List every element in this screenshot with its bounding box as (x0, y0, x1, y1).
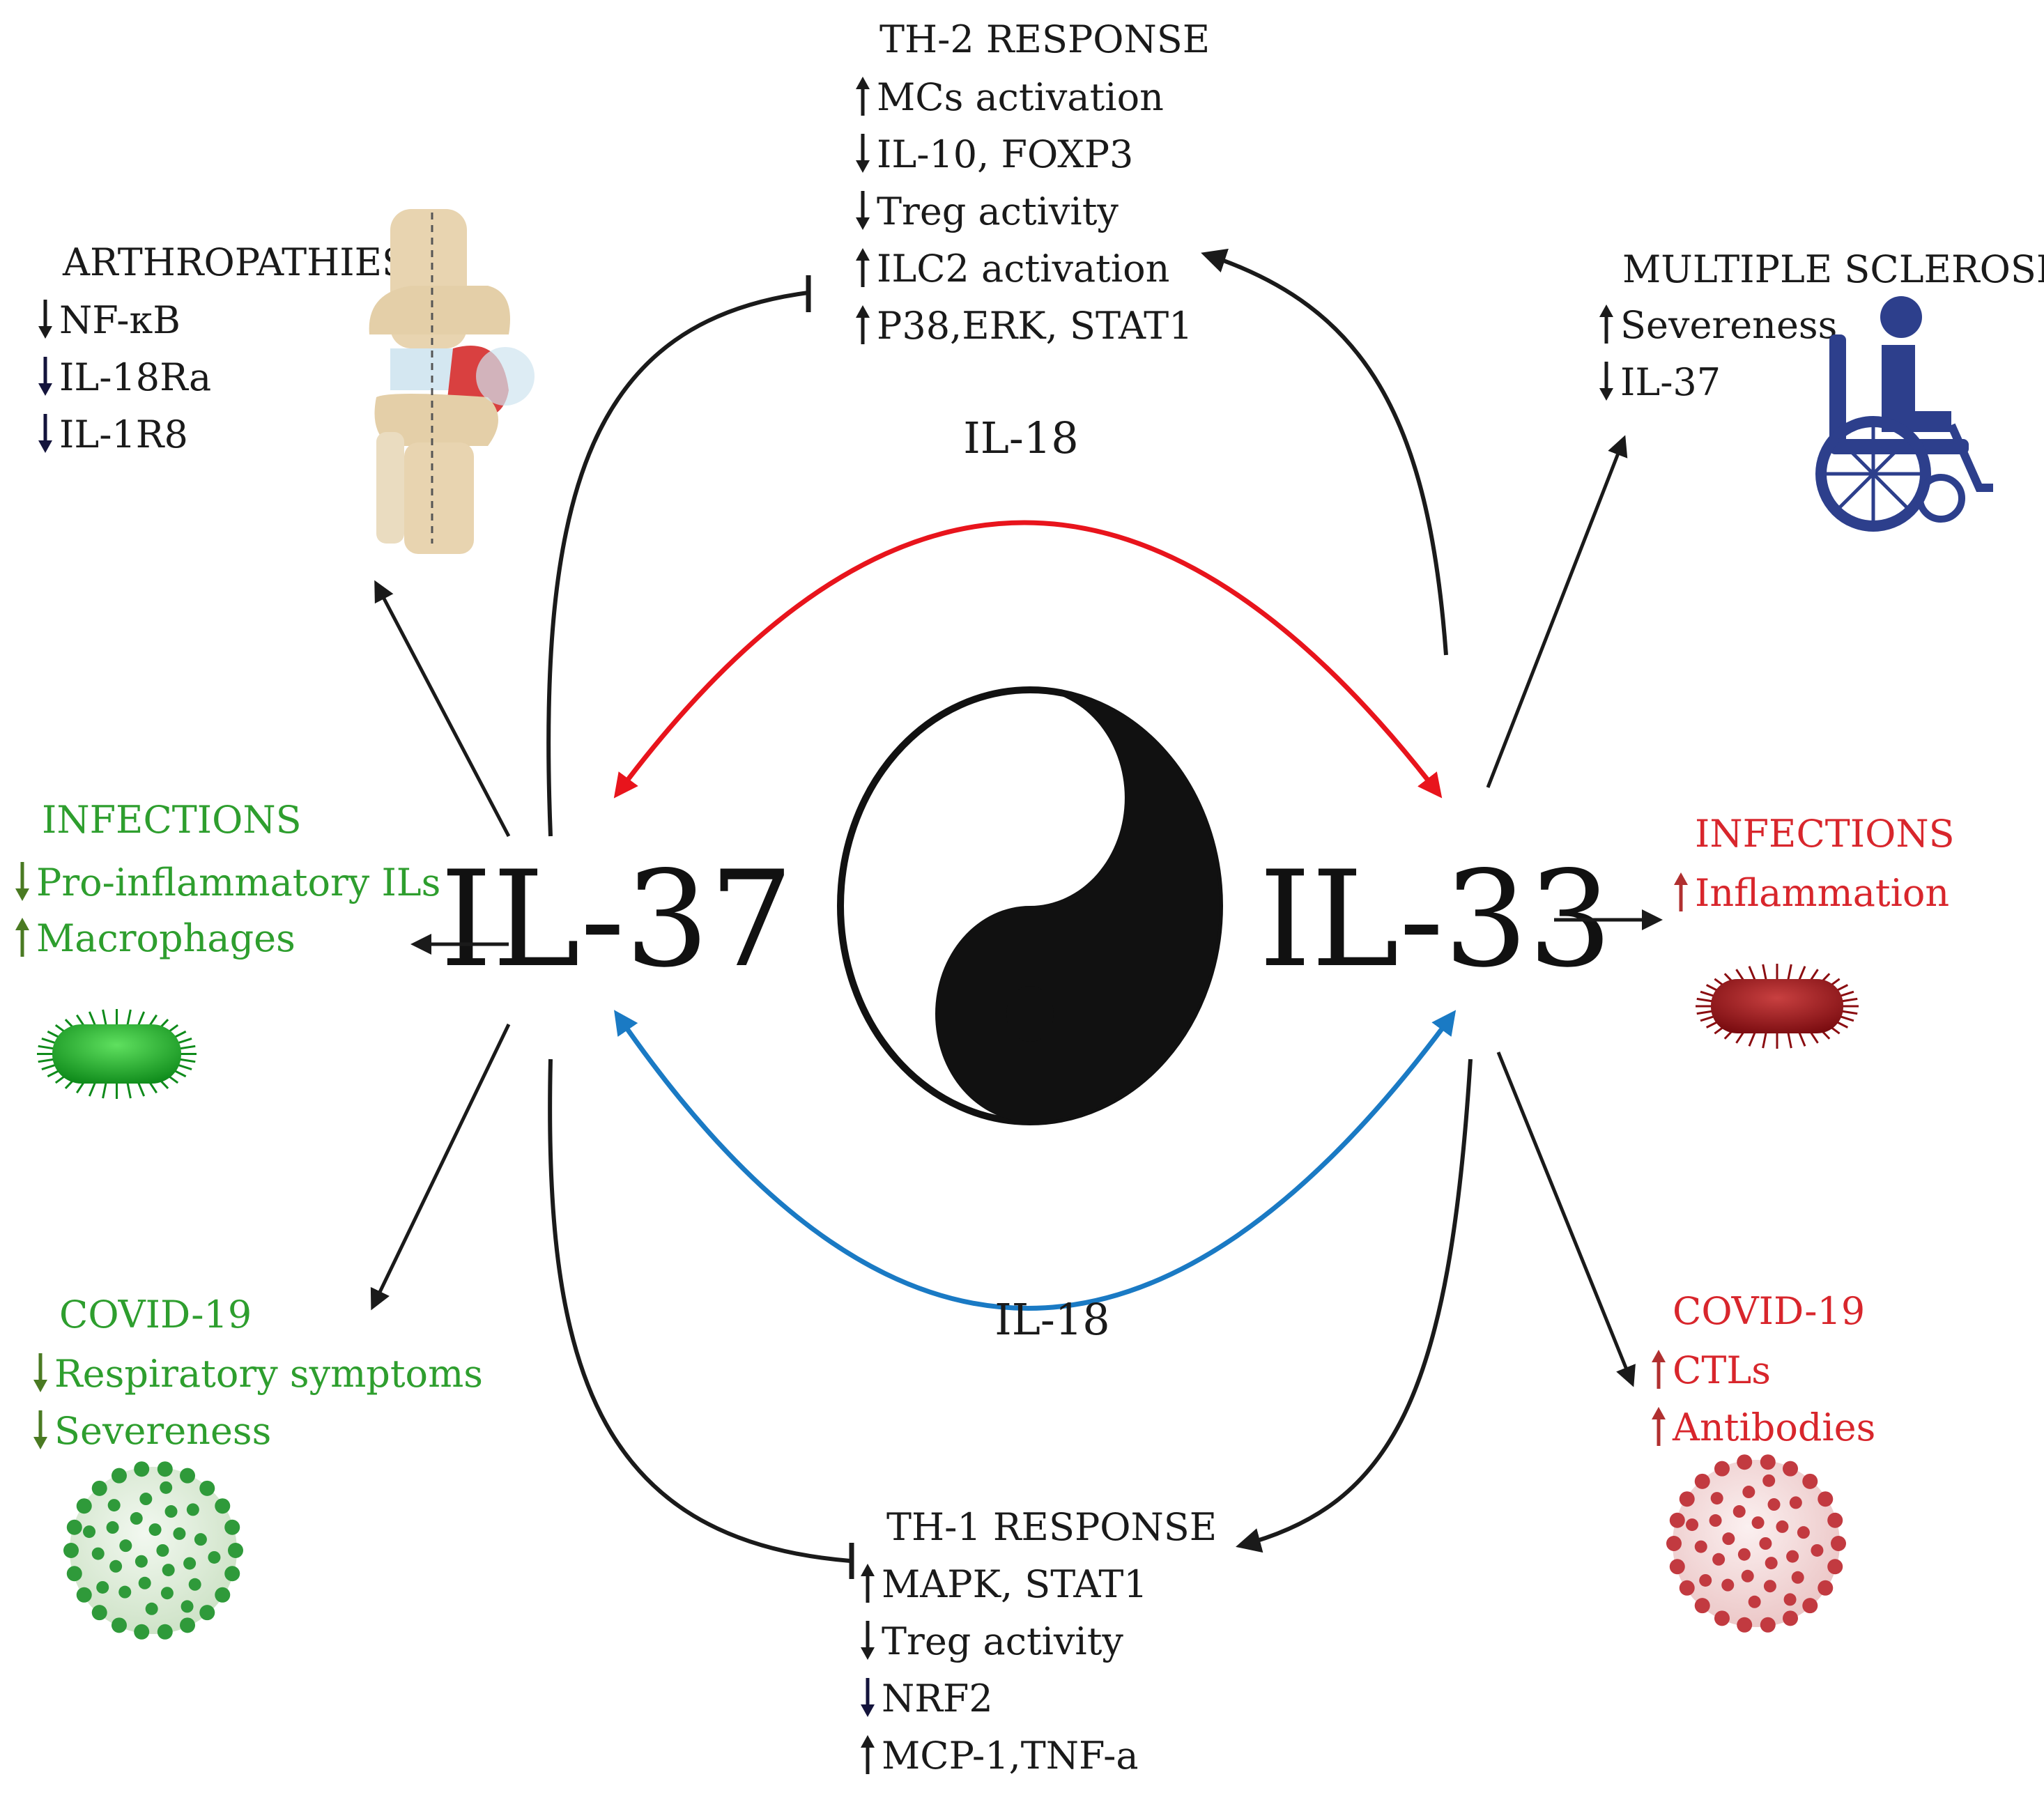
th2-item: MCs activation (877, 75, 1164, 119)
th1-item: NRF2 (882, 1677, 993, 1720)
th2-item: IL-10, FOXP3 (877, 132, 1133, 176)
green-bacterium-icon (37, 1009, 197, 1099)
infections-right-title: INFECTIONS (1695, 812, 1955, 856)
th1-up-arrow-icon (861, 1735, 875, 1774)
covid-left-down-arrow-icon (33, 1410, 47, 1449)
infections-left-block: INFECTIONS Pro-inflammatory ILsMacrophag… (15, 798, 440, 960)
th2-item: P38,ERK, STAT1 (877, 304, 1192, 348)
green-coronavirus-icon (63, 1461, 243, 1640)
arthropathies-down-arrow-icon (38, 300, 52, 339)
ms-item: IL-37 (1620, 360, 1721, 404)
il37-to-covid-arrow (370, 1023, 511, 1311)
th1-title: TH-1 RESPONSE (886, 1505, 1217, 1549)
th1-item: MCP-1,TNF-a (882, 1734, 1139, 1778)
ms-down-arrow-icon (1599, 362, 1613, 401)
infections-left-up-arrow-icon (15, 918, 29, 957)
covid-right-title: COVID-19 (1673, 1289, 1865, 1333)
covid-left-title: COVID-19 (59, 1293, 252, 1337)
ms-title: MULTIPLE SCLEROSIS (1622, 247, 2044, 291)
ms-item: Severeness (1620, 303, 1837, 347)
covid-right-up-arrow-icon (1652, 1407, 1666, 1446)
covid-right-item: Antibodies (1672, 1406, 1875, 1449)
knee-joint-icon (369, 209, 535, 554)
covid-left-item: Respiratory symptoms (54, 1352, 483, 1396)
covid-right-item: CTLs (1673, 1348, 1771, 1392)
covid-left-item: Severeness (54, 1409, 271, 1453)
infections-left-title: INFECTIONS (42, 798, 302, 842)
il37-label: IL-37 (440, 842, 793, 996)
yin-yang-icon (837, 686, 1223, 1125)
ms-up-arrow-icon (1599, 305, 1613, 344)
th2-item: Treg activity (877, 190, 1119, 233)
il18-red-arc (613, 520, 1443, 799)
covid-right-up-arrow-icon (1652, 1350, 1666, 1389)
th2-title: TH-2 RESPONSE (879, 17, 1210, 61)
th2-item: ILC2 activation (877, 247, 1169, 291)
th1-item: Treg activity (882, 1619, 1123, 1663)
red-coronavirus-icon (1666, 1454, 1846, 1633)
th2-down-arrow-icon (856, 191, 870, 230)
infections-left-item: Pro-inflammatory ILs (36, 861, 440, 904)
arthropathies-item: NF-κB (59, 298, 180, 342)
il33-to-th1-arrow (1236, 1058, 1473, 1553)
infections-right-up-arrow-icon (1674, 872, 1688, 911)
infections-right-item: Inflammation (1695, 871, 1949, 915)
infections-left-down-arrow-icon (15, 862, 29, 901)
th2-up-arrow-icon (856, 77, 870, 116)
il37-to-th2-inhibition (546, 291, 809, 837)
infections-right-list: Inflammation (1674, 871, 1949, 915)
wheelchair-person-icon (1815, 296, 1993, 532)
il33-to-th2-arrow (1201, 248, 1448, 656)
th1-down-arrow-icon (861, 1678, 875, 1717)
il33-to-ms-arrow (1486, 435, 1628, 788)
il37-to-th1-inhibition (548, 1058, 851, 1563)
infections-right-block: INFECTIONS Inflammation (1674, 812, 1955, 915)
arthropathies-down-arrow-icon (38, 357, 52, 396)
il18-top-label: IL-18 (963, 413, 1079, 463)
covid-left-down-arrow-icon (33, 1353, 47, 1392)
infections-left-item: Macrophages (36, 916, 295, 960)
il18-blue-arc (614, 1010, 1457, 1311)
th2-up-arrow-icon (856, 248, 870, 287)
il18-bottom-label: IL-18 (994, 1294, 1110, 1345)
red-bacterium-icon (1696, 964, 1859, 1049)
il33-to-covid-arrow (1496, 1052, 1636, 1387)
th2-down-arrow-icon (856, 134, 870, 173)
arthropathies-down-arrow-icon (38, 414, 52, 453)
th1-item: MAPK, STAT1 (882, 1562, 1148, 1606)
th1-up-arrow-icon (861, 1564, 875, 1603)
il37-to-arthropathies-arrow (374, 580, 511, 838)
th1-down-arrow-icon (861, 1621, 875, 1660)
arthropathies-item: IL-18Ra (59, 355, 211, 399)
arthropathies-title: ARTHROPATHIES (62, 240, 408, 284)
th2-up-arrow-icon (856, 305, 870, 344)
arthropathies-item: IL-1R8 (59, 413, 188, 456)
il33-label: IL-33 (1259, 842, 1612, 996)
